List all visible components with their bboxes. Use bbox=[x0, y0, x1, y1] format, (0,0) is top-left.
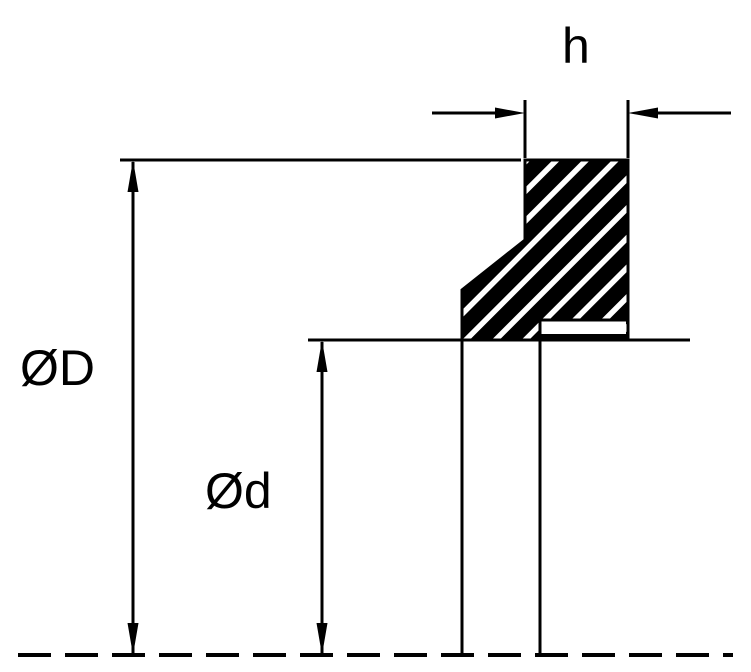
inner-diameter-arrow-up bbox=[316, 340, 328, 372]
seal-relief-notch bbox=[540, 321, 626, 334]
outer-diameter-label: ØD bbox=[20, 340, 95, 396]
outer-diameter-arrow-down bbox=[127, 623, 139, 655]
inner-diameter-arrow-down bbox=[316, 623, 328, 655]
height-arrow-left bbox=[628, 107, 658, 119]
seal-bottom-lip bbox=[538, 334, 628, 340]
outer-diameter-arrow-up bbox=[127, 160, 139, 192]
inner-diameter-label: Ød bbox=[205, 463, 272, 519]
height-label: h bbox=[562, 18, 590, 74]
seal-cross-section bbox=[460, 158, 630, 342]
height-arrow-right bbox=[495, 107, 525, 119]
